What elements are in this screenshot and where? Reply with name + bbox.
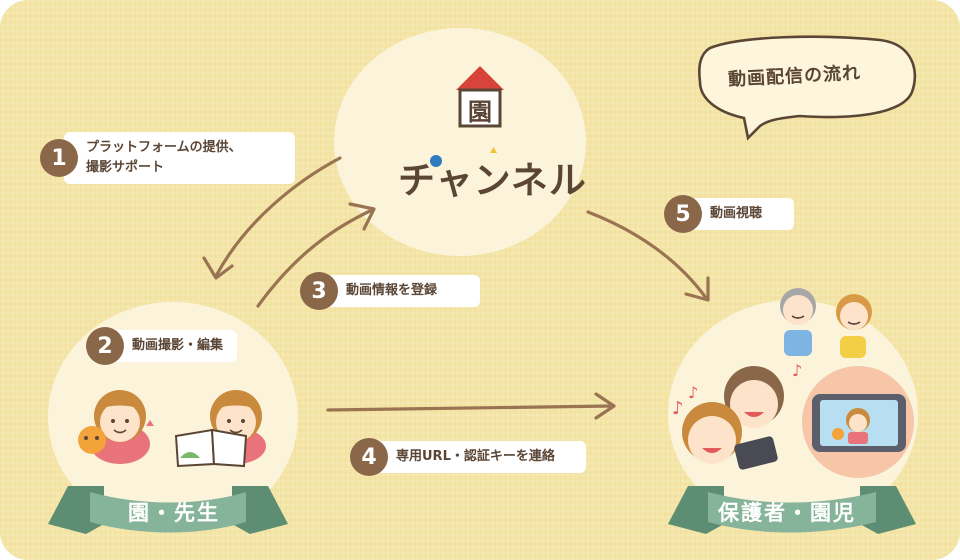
logo-dot-icon bbox=[430, 155, 442, 167]
teacher-puppet-illustration bbox=[78, 390, 154, 464]
arrow-register bbox=[256, 208, 374, 308]
svg-text:♪: ♪ bbox=[688, 383, 698, 402]
step-4: 4 専用URL・認証キーを連絡 bbox=[350, 438, 586, 476]
step-label: 専用URL・認証キーを連絡 bbox=[374, 440, 586, 474]
arrow-notify bbox=[326, 404, 614, 412]
svg-text:♪: ♪ bbox=[672, 398, 684, 419]
step-number: 2 bbox=[86, 327, 124, 365]
svg-text:♪: ♪ bbox=[792, 361, 802, 380]
title-bubble bbox=[698, 35, 917, 141]
step-3: 3 動画情報を登録 bbox=[300, 272, 480, 310]
school-label: 園・先生 bbox=[128, 501, 220, 525]
step-1: 1 プラットフォームの提供、 撮影サポート bbox=[40, 132, 295, 185]
tablet-screen-illustration bbox=[802, 366, 914, 478]
children-tablet-illustration: ♪ ♪ ♪ bbox=[672, 361, 802, 470]
channel-circle bbox=[334, 28, 586, 256]
parents-label: 保護者・園児 bbox=[718, 501, 856, 525]
step-number: 3 bbox=[300, 272, 338, 310]
step-label: 動画情報を登録 bbox=[324, 274, 480, 308]
step-number: 5 bbox=[664, 195, 702, 233]
house-logo-icon bbox=[456, 66, 504, 128]
step-2: 2 動画撮影・編集 bbox=[86, 327, 238, 365]
grandparents-illustration bbox=[780, 288, 872, 358]
step-label: プラットフォームの提供、 撮影サポート bbox=[64, 132, 295, 185]
parents-ribbon bbox=[668, 486, 916, 534]
step-label: 動画撮影・編集 bbox=[110, 329, 238, 363]
logo-icon-char: 園 bbox=[468, 97, 492, 126]
step-number: 4 bbox=[350, 438, 388, 476]
teacher-picturebook-illustration bbox=[174, 390, 266, 468]
logo-star-icon bbox=[490, 147, 497, 153]
arrow-provide bbox=[214, 156, 342, 278]
step-5: 5 動画視聴 bbox=[664, 195, 794, 233]
school-ribbon bbox=[48, 486, 288, 534]
arrow-watch bbox=[586, 210, 708, 300]
step-label: 動画視聴 bbox=[688, 197, 794, 231]
step-number: 1 bbox=[40, 139, 78, 178]
logo-name: チャンネル bbox=[398, 159, 587, 202]
